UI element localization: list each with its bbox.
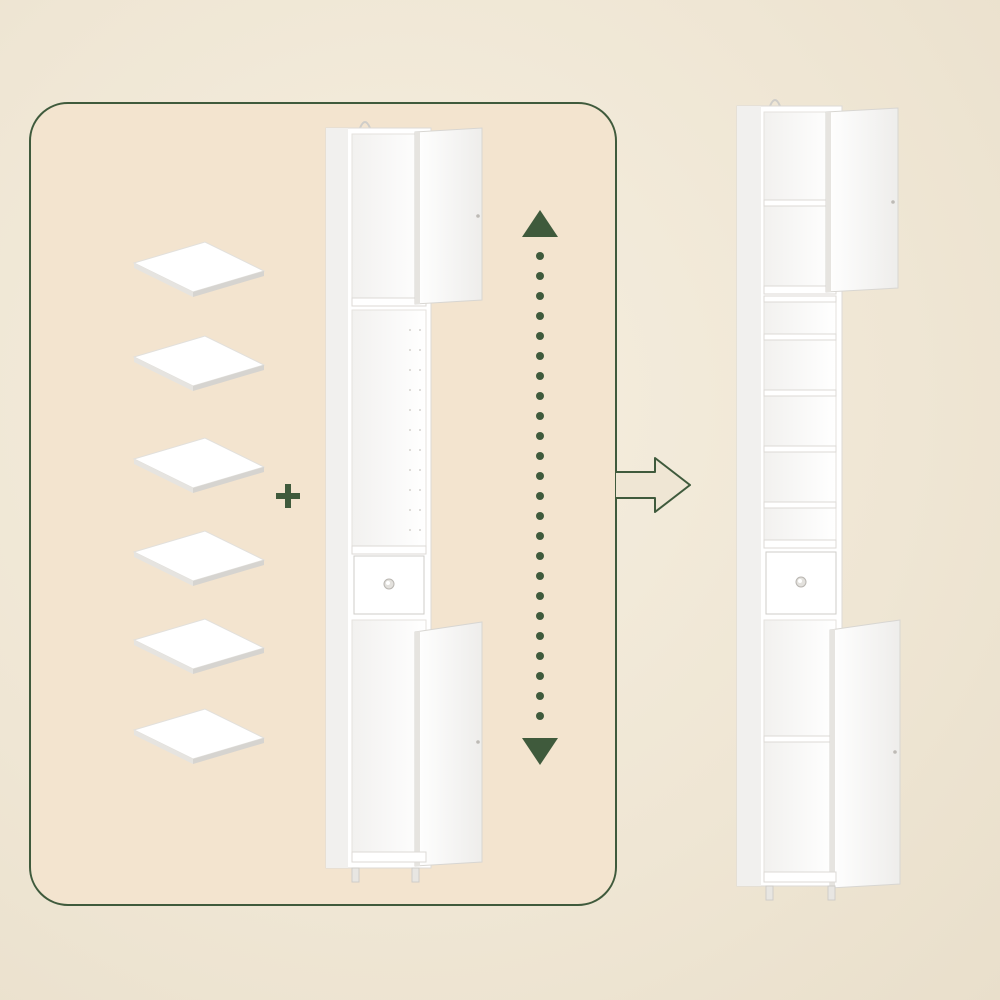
shelf bbox=[763, 295, 837, 303]
cabinet-with-shelves bbox=[736, 99, 901, 901]
loose-shelf bbox=[132, 618, 266, 674]
shelf bbox=[763, 735, 833, 743]
shelf bbox=[763, 389, 837, 397]
upper-door bbox=[825, 107, 899, 293]
loose-shelf bbox=[132, 708, 266, 764]
drawer-knob-icon bbox=[383, 578, 395, 590]
plus-icon bbox=[276, 484, 300, 508]
drawer bbox=[353, 555, 425, 615]
assembly-panel bbox=[29, 102, 617, 906]
lower-door bbox=[414, 621, 483, 867]
shelf-pin-holes bbox=[409, 329, 421, 531]
drawer-knob-icon bbox=[795, 576, 807, 588]
cabinet-without-shelves bbox=[325, 121, 483, 883]
shelf bbox=[763, 199, 831, 207]
upper-door bbox=[414, 127, 483, 305]
loose-shelves bbox=[132, 241, 266, 764]
lower-door bbox=[829, 619, 901, 889]
shelf bbox=[763, 501, 837, 509]
drawer bbox=[765, 551, 837, 615]
loose-shelf bbox=[132, 530, 266, 586]
loose-shelf bbox=[132, 335, 266, 391]
outline-arrow-right-icon bbox=[616, 457, 691, 513]
loose-shelf bbox=[132, 437, 266, 493]
shelf bbox=[763, 445, 837, 453]
loose-shelf bbox=[132, 241, 266, 297]
double-arrow-vertical-icon bbox=[522, 210, 558, 765]
shelf bbox=[763, 333, 837, 341]
